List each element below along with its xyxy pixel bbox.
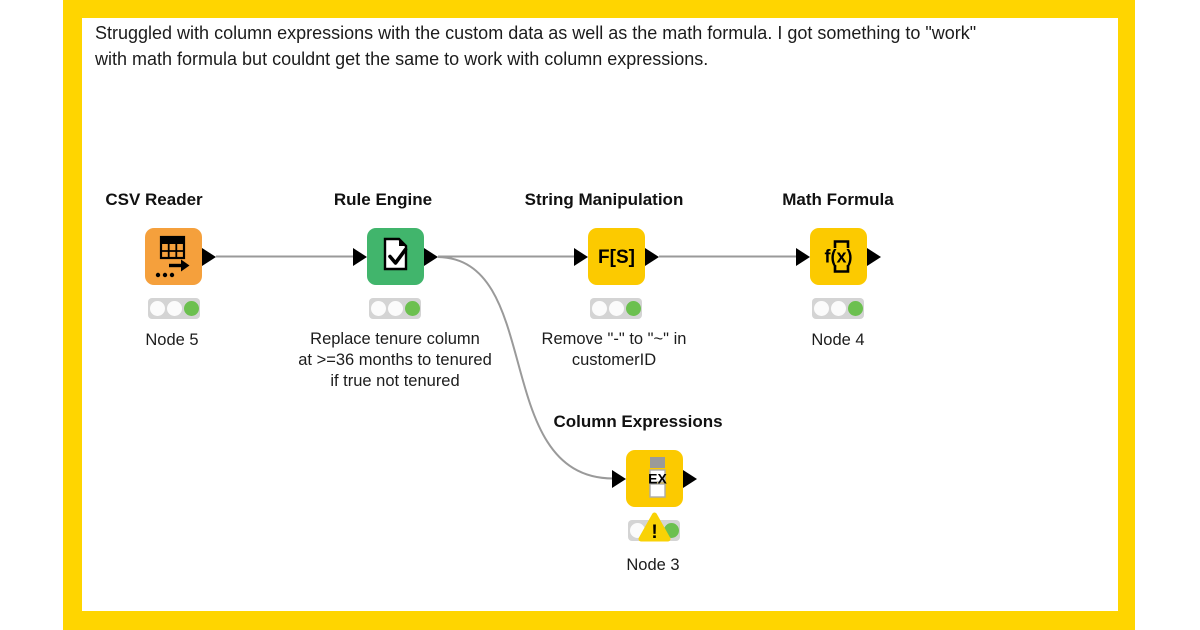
- node-column-expressions[interactable]: EX: [626, 450, 683, 507]
- node-caption-rule-engine[interactable]: Replace tenure column at >=36 months to …: [298, 330, 492, 390]
- status-dot: [149, 301, 165, 316]
- math-function-icon: f(x): [825, 240, 853, 273]
- node-title-column-expressions: Column Expressions: [553, 412, 723, 431]
- rule-engine-output-port[interactable]: [424, 247, 438, 266]
- node-title-rule-engine: Rule Engine: [333, 190, 433, 209]
- node-csv-reader[interactable]: [145, 228, 202, 285]
- math-formula-output-port[interactable]: [867, 247, 881, 266]
- string-manipulation-output-port[interactable]: [645, 247, 659, 266]
- node-caption-string-manipulation[interactable]: Remove "-" to "~" in customerID: [541, 330, 687, 369]
- column-expression-icon: EX: [648, 457, 667, 498]
- rule-engine-input-port[interactable]: [353, 247, 367, 266]
- csv-reader-status-light: [148, 298, 200, 319]
- node-caption-math-formula[interactable]: Node 4: [811, 331, 865, 349]
- warning-exclamation-glyph: !: [651, 522, 657, 543]
- status-dot: [370, 301, 386, 316]
- status-dot: [813, 301, 829, 316]
- node-title-string-manipulation: String Manipulation: [524, 190, 684, 209]
- math-icon-glyph: f(x): [825, 247, 853, 267]
- ex-icon-glyph: EX: [648, 471, 667, 487]
- math-formula-input-port[interactable]: [796, 247, 810, 266]
- node-math-formula[interactable]: f(x): [810, 228, 867, 285]
- annotation-text: Struggled with column expressions with t…: [95, 21, 1115, 72]
- warning-icon: !: [638, 512, 671, 543]
- node-string-manipulation[interactable]: F[S]: [588, 228, 645, 285]
- node-rule-engine[interactable]: [367, 228, 424, 285]
- math-formula-status-light: [812, 298, 864, 319]
- annotation-line-1: Struggled with column expressions with t…: [95, 23, 977, 43]
- node-title-math-formula: Math Formula: [782, 190, 894, 209]
- document-check-icon: [383, 237, 408, 271]
- status-dot: [591, 301, 607, 316]
- column-expressions-input-port[interactable]: [612, 469, 626, 488]
- status-dot: [387, 301, 403, 316]
- status-dot-green: [404, 301, 420, 316]
- node-caption-column-expressions[interactable]: Node 3: [626, 556, 680, 574]
- string-manipulation-status-light: [590, 298, 642, 319]
- rule-engine-status-light: [369, 298, 421, 319]
- node-caption-csv-reader[interactable]: Node 5: [145, 331, 199, 349]
- status-dot: [166, 301, 182, 316]
- string-manipulation-input-port[interactable]: [574, 247, 588, 266]
- string-icon-glyph: F[S]: [598, 247, 635, 268]
- status-dot: [608, 301, 624, 316]
- csv-reader-output-port[interactable]: [202, 247, 216, 266]
- node-title-csv-reader: CSV Reader: [105, 190, 203, 209]
- annotation-line-2: with math formula but couldnt get the sa…: [95, 48, 709, 69]
- status-dot: [629, 523, 645, 538]
- status-dot: [830, 301, 846, 316]
- status-dot-green: [847, 301, 863, 316]
- status-dot-green: [183, 301, 199, 316]
- status-dot-green: [625, 301, 641, 316]
- string-function-icon: F[S]: [598, 247, 635, 268]
- column-expressions-output-port[interactable]: [683, 469, 697, 488]
- table-export-icon: [155, 235, 190, 278]
